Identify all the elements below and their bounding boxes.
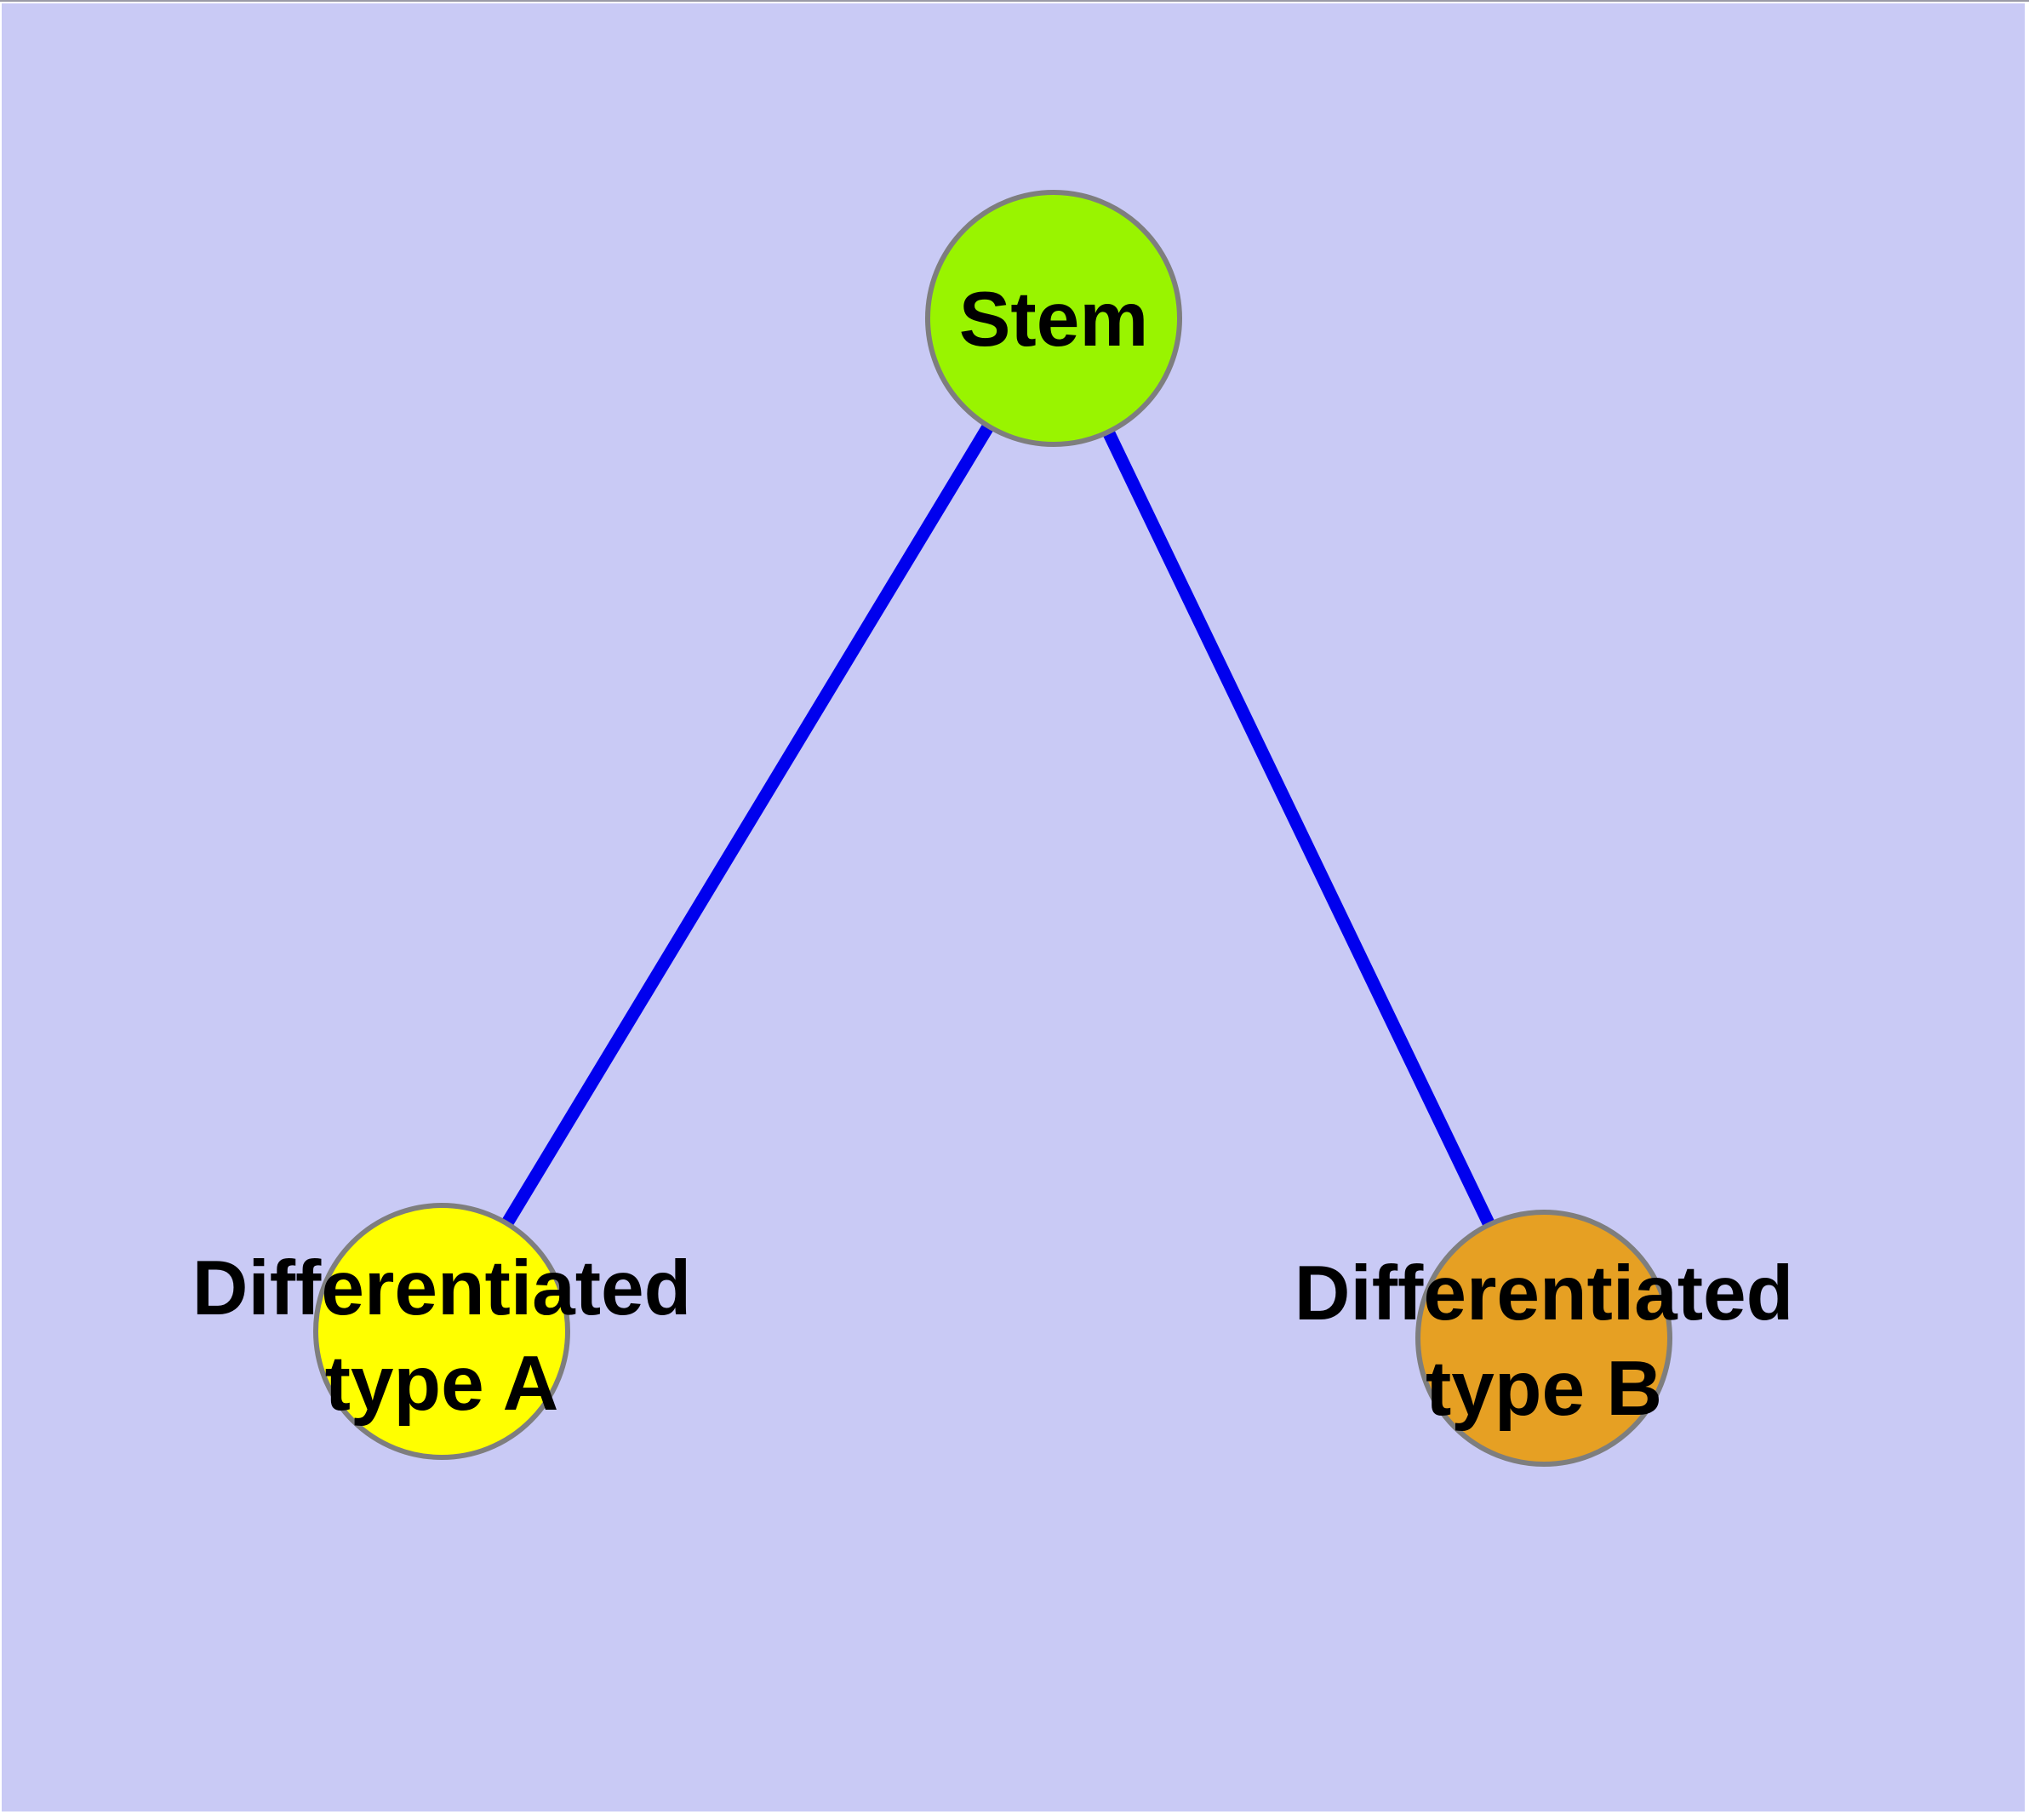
- node-label-line: Differentiated: [191, 1245, 692, 1331]
- node-label-stem: Stem: [958, 277, 1149, 363]
- node-label-line: type B: [1425, 1346, 1663, 1432]
- edge-stem-to-type-a[interactable]: [436, 315, 1060, 1335]
- node-label-line: type A: [324, 1341, 559, 1427]
- node-label-differentiated-type-b: Differentiated type B: [1295, 1246, 1794, 1437]
- node-stem[interactable]: [925, 190, 1182, 447]
- frame-top-hairline: [0, 0, 2029, 2]
- node-label-differentiated-type-a: Differentiated type A: [192, 1241, 692, 1432]
- edge-stem-to-type-b[interactable]: [1048, 315, 1550, 1342]
- node-differentiated-type-b[interactable]: [1415, 1210, 1672, 1467]
- node-label-line: Differentiated: [1294, 1251, 1794, 1336]
- node-differentiated-type-a[interactable]: [313, 1203, 570, 1460]
